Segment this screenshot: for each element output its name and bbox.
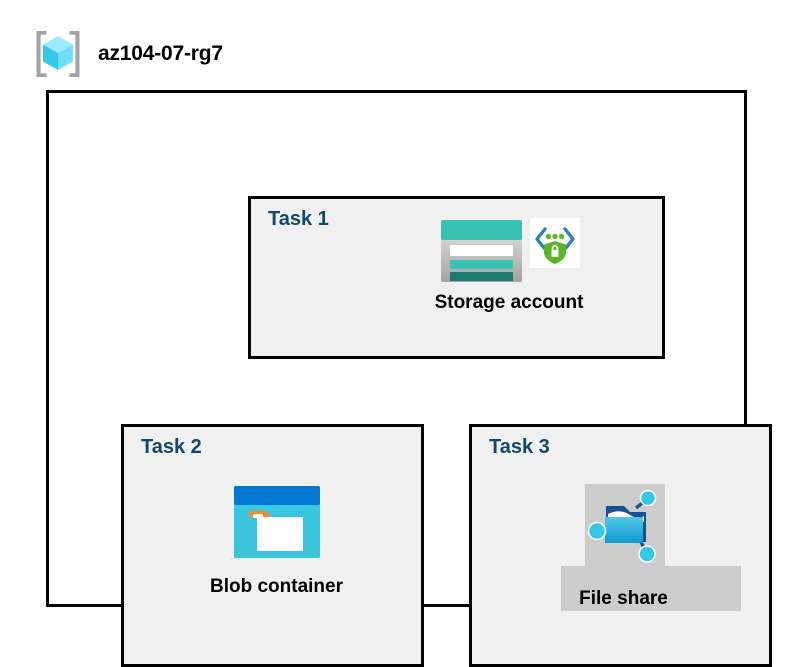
node-blob-container[interactable]: Blob container: [204, 484, 349, 598]
resource-group-header: az104-07-rg7: [32, 28, 223, 80]
resource-group-container: Task 1: [46, 90, 772, 667]
file-share-caption-highlight: [561, 566, 741, 611]
storage-account-caption: Storage account: [434, 292, 584, 313]
task-1-label: Task 1: [268, 208, 329, 230]
resource-group-name: az104-07-rg7: [98, 42, 223, 65]
task-1-box: Task 1: [248, 196, 665, 359]
task-2-label: Task 2: [141, 436, 202, 458]
resource-group-cube-icon: [36, 31, 80, 77]
storage-account-icon: [440, 220, 522, 282]
secure-endpoint-shield-lock-icon: [529, 218, 580, 268]
task-3-label: Task 3: [489, 436, 550, 458]
node-storage-account[interactable]: Storage account: [429, 218, 589, 314]
file-share-caption: File share: [579, 588, 668, 609]
blob-container-caption: Blob container: [209, 576, 343, 597]
blob-container-icon: [233, 486, 320, 558]
task-3-box: Task 3: [469, 424, 772, 667]
file-share-folder-icon: [587, 489, 656, 563]
node-file-share[interactable]: File share: [561, 484, 686, 621]
task-2-box: Task 2 Blob container: [121, 424, 424, 667]
